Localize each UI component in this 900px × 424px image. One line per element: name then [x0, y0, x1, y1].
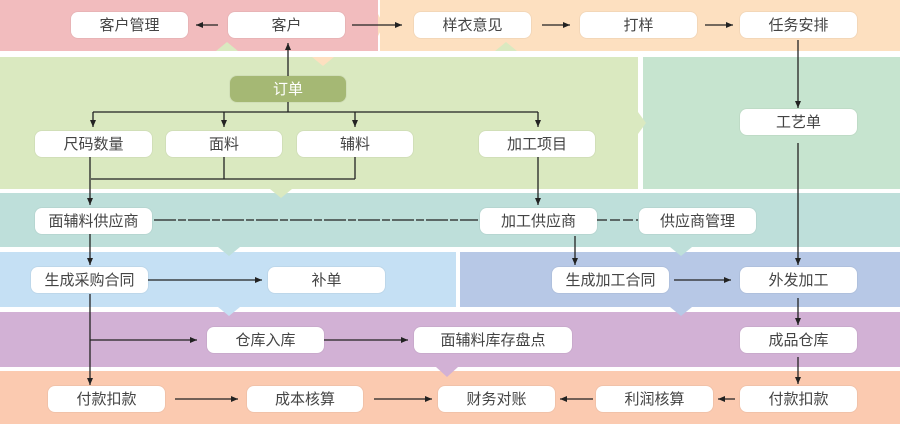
node-finished-goods-warehouse[interactable]: 成品仓库: [740, 327, 857, 353]
node-accessories[interactable]: 辅料: [297, 131, 413, 157]
node-size-qty[interactable]: 尺码数量: [35, 131, 152, 157]
node-supplement-order[interactable]: 补单: [268, 267, 385, 293]
node-warehouse-in[interactable]: 仓库入库: [207, 327, 324, 353]
node-profit-accounting[interactable]: 利润核算: [596, 386, 713, 412]
node-processing-items[interactable]: 加工项目: [479, 131, 595, 157]
node-sample-feedback[interactable]: 样衣意见: [414, 12, 531, 38]
node-payment-deduction-left[interactable]: 付款扣款: [48, 386, 165, 412]
node-material-inventory[interactable]: 面辅料库存盘点: [414, 327, 572, 353]
node-order[interactable]: 订单: [230, 76, 346, 102]
node-processing-supplier[interactable]: 加工供应商: [480, 208, 597, 234]
node-customer[interactable]: 客户: [228, 12, 345, 38]
node-material-supplier[interactable]: 面辅料供应商: [35, 208, 152, 234]
node-outsourced-processing[interactable]: 外发加工: [740, 267, 857, 293]
node-craft-sheet[interactable]: 工艺单: [740, 109, 857, 135]
node-fabric[interactable]: 面料: [166, 131, 282, 157]
node-sampling[interactable]: 打样: [580, 12, 697, 38]
node-processing-contract[interactable]: 生成加工合同: [552, 267, 669, 293]
node-task-schedule[interactable]: 任务安排: [740, 12, 857, 38]
node-customer-mgmt[interactable]: 客户管理: [71, 12, 188, 38]
node-purchase-contract[interactable]: 生成采购合同: [31, 267, 148, 293]
node-payment-deduction-right[interactable]: 付款扣款: [740, 386, 857, 412]
node-supplier-mgmt[interactable]: 供应商管理: [639, 208, 756, 234]
node-financial-reconciliation[interactable]: 财务对账: [438, 386, 555, 412]
node-cost-accounting[interactable]: 成本核算: [247, 386, 363, 412]
